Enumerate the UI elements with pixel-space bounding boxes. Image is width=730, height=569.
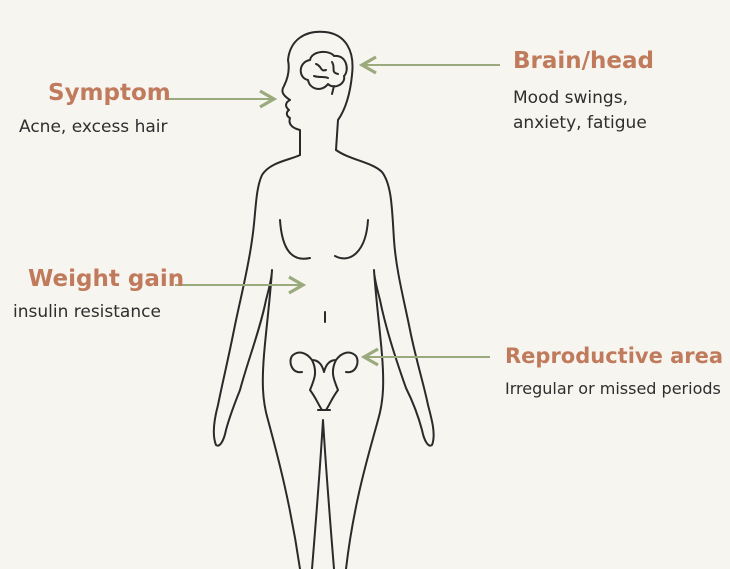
inner-legs	[311, 419, 335, 569]
brain-title: Brain/head	[513, 48, 655, 74]
reproductive-desc: Irregular or missed periods	[505, 379, 721, 398]
weight-title: Weight gain	[28, 266, 185, 292]
symptom-title: Symptom	[48, 80, 171, 106]
body-right-outline	[335, 149, 435, 569]
chest	[279, 219, 369, 260]
reproductive-title: Reproductive area	[505, 344, 724, 368]
body-left-outline	[212, 154, 301, 569]
head-outline	[281, 30, 354, 156]
uterus-icon	[289, 351, 359, 411]
brain-desc: Mood swings, anxiety, fatigue	[513, 88, 647, 133]
weight-desc: insulin resistance	[13, 302, 161, 322]
symptom-desc: Acne, excess hair	[19, 117, 168, 137]
brain-icon	[299, 50, 348, 95]
